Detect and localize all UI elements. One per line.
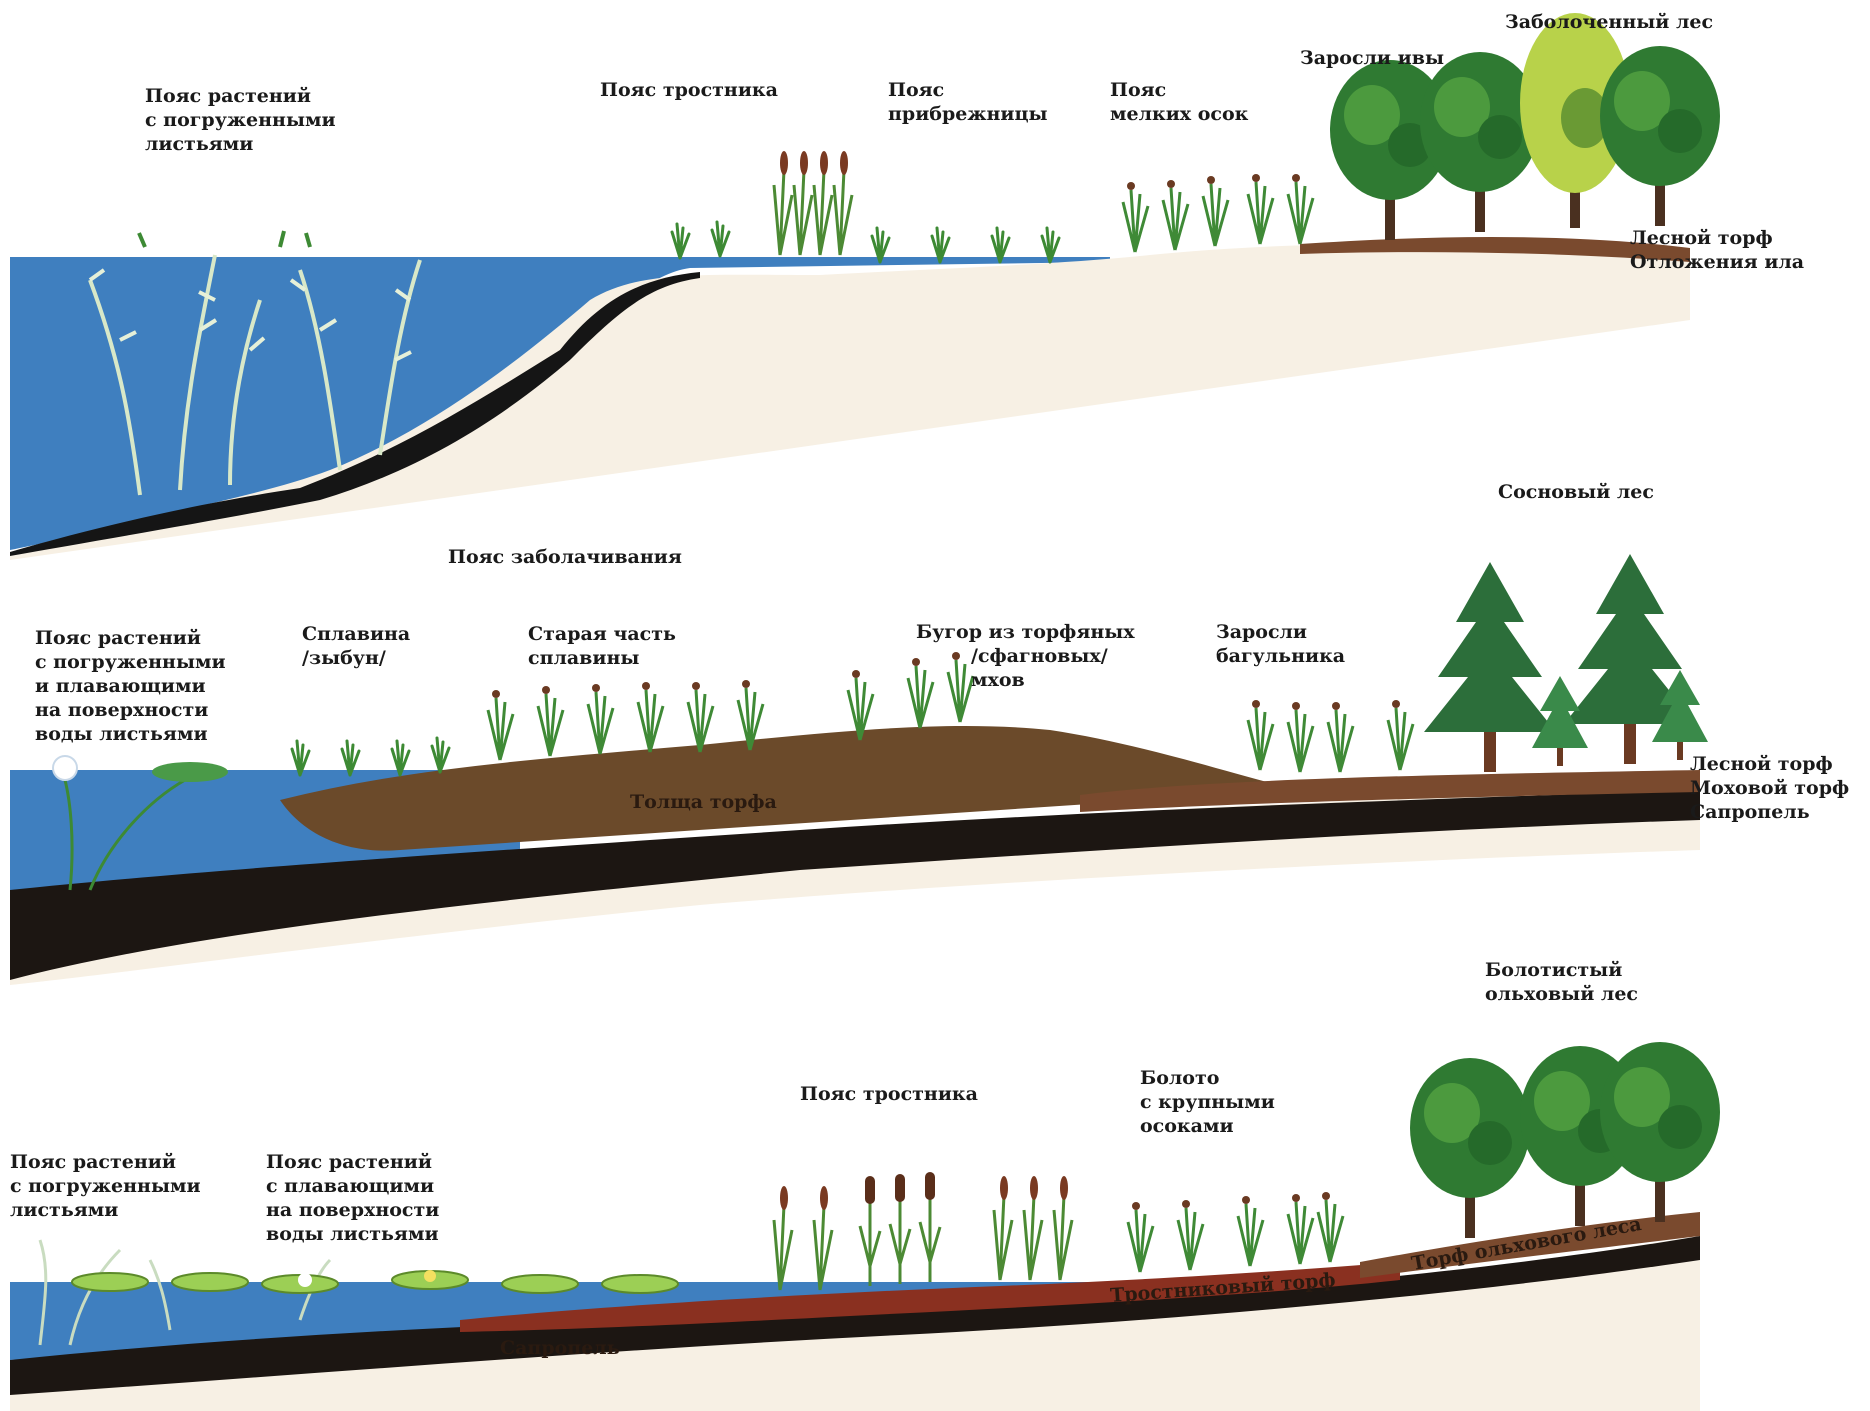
label-moss-peat: Моховой торф: [1690, 776, 1849, 800]
label-peat-layer: Толща торфа: [630, 790, 777, 814]
panel-2-ledum-shrubs: [1248, 700, 1413, 772]
label-silt-deposits: Отложения ила: [1630, 250, 1804, 274]
label-alder-forest: Болотистый ольховый лес: [1485, 958, 1638, 1006]
label-line: Заросли ивы: [1300, 46, 1444, 70]
label-sapropel-2: Сапропель: [1690, 800, 1810, 824]
label-line: на поверхности: [35, 698, 226, 722]
panel-3-sedge-plants: [1128, 1192, 1343, 1272]
label-peat-hummock: Бугор из торфяных /сфагновых/ мхов: [916, 620, 1135, 692]
label-submerged-belt-3: Пояс растений с погруженными листьями: [10, 1150, 201, 1222]
panel-1-reed-plants: [672, 151, 852, 258]
panel-2-raft-plants: [292, 738, 449, 775]
label-line: с погруженными: [35, 650, 226, 674]
label-line: с плавающими: [266, 1174, 439, 1198]
label-line: Пояс растений: [145, 84, 336, 108]
label-line: прибрежницы: [888, 102, 1048, 126]
label-line: листьями: [10, 1198, 201, 1222]
label-sapropel-3: Сапропель: [500, 1336, 620, 1360]
label-line: Пояс растений: [266, 1150, 439, 1174]
label-shore-belt-1: Пояс прибрежницы: [888, 78, 1048, 126]
label-line: /зыбун/: [302, 646, 410, 670]
label-pine-forest: Сосновый лес: [1498, 480, 1654, 504]
label-forest-peat-2: Лесной торф: [1690, 752, 1833, 776]
label-swamping-zone: Пояс заболачивания: [448, 545, 682, 569]
label-line: Бугор из торфяных: [916, 620, 1135, 644]
label-line: с погруженными: [10, 1174, 201, 1198]
label-line: на поверхности: [266, 1198, 439, 1222]
label-line: мхов: [916, 668, 1135, 692]
label-line: Пояс: [888, 78, 1048, 102]
label-line: с погруженными: [145, 108, 336, 132]
label-line: воды листьями: [35, 722, 226, 746]
label-line: воды листьями: [266, 1222, 439, 1246]
label-forest-peat-1: Лесной торф: [1630, 226, 1773, 250]
label-reed-belt-1: Пояс тростника: [600, 78, 778, 102]
label-plants-belt-2: Пояс растений с погруженными и плавающим…: [35, 626, 226, 746]
panel-3-alder-trees: [1410, 1042, 1720, 1238]
label-reed-belt-3: Пояс тростника: [800, 1082, 978, 1106]
label-submerged-belt-1: Пояс растений с погруженными листьями: [145, 84, 336, 156]
label-old-raft: Старая часть сплавины: [528, 622, 676, 670]
label-line: листьями: [145, 132, 336, 156]
label-line: Заболоченный лес: [1505, 10, 1713, 34]
panel-2: [10, 554, 1708, 985]
label-line: Пояс тростника: [600, 78, 778, 102]
label-raft: Сплавина /зыбун/: [302, 622, 410, 670]
label-line: осоками: [1140, 1114, 1275, 1138]
label-line: сплавины: [528, 646, 676, 670]
label-line: Заросли: [1216, 620, 1345, 644]
label-line: Пояс растений: [35, 626, 226, 650]
label-line: и плавающими: [35, 674, 226, 698]
label-line: Старая часть: [528, 622, 676, 646]
label-ledum-thicket: Заросли багульника: [1216, 620, 1345, 668]
label-line: Болото: [1140, 1066, 1275, 1090]
label-line: Пояс: [1110, 78, 1248, 102]
label-sedge-bog: Болото с крупными осоками: [1140, 1066, 1275, 1138]
label-willow-thicket: Заросли ивы: [1300, 46, 1444, 70]
label-line: с крупными: [1140, 1090, 1275, 1114]
panel-3-reed-plants: [774, 1172, 1072, 1290]
label-swamp-forest: Заболоченный лес: [1505, 10, 1713, 34]
panel-2-pine-trees: [1424, 554, 1708, 772]
label-line: мелких осок: [1110, 102, 1248, 126]
panel-1-sedge-plants: [1123, 174, 1313, 252]
label-line: Болотистый: [1485, 958, 1638, 982]
panel-1-shore-plants: [872, 228, 1059, 262]
label-floating-belt-3: Пояс растений с плавающими на поверхност…: [266, 1150, 439, 1246]
label-line: багульника: [1216, 644, 1345, 668]
label-sedge-belt-1: Пояс мелких осок: [1110, 78, 1248, 126]
label-line: ольховый лес: [1485, 982, 1638, 1006]
label-line: Пояс тростника: [800, 1082, 978, 1106]
label-line: Сплавина: [302, 622, 410, 646]
label-line: Пояс растений: [10, 1150, 201, 1174]
label-line: /сфагновых/: [916, 644, 1135, 668]
